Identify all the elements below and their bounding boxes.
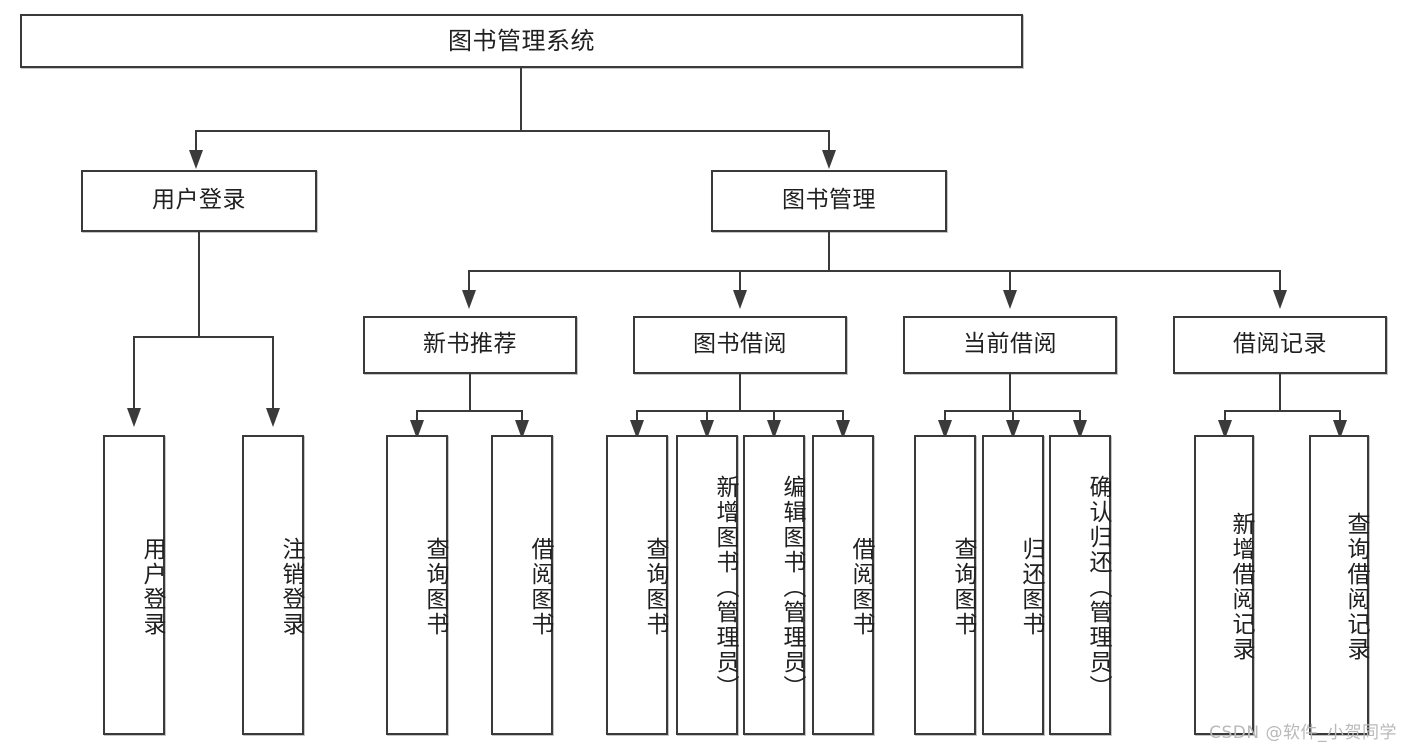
node-label: 用户登录 <box>139 537 165 637</box>
node-leaf-user-login[interactable]: 用户登录 <box>103 435 165 735</box>
node-leaf-add-book[interactable]: 新增图书（管理员） <box>676 435 738 735</box>
connector-user-login-bus <box>133 336 274 338</box>
node-label: 注销登录 <box>278 537 304 637</box>
arrowhead-book-borrow <box>733 290 747 309</box>
connector-level3-bus <box>468 270 1280 272</box>
arrowhead-user-login <box>189 150 203 169</box>
connector-book-management-stem <box>828 232 830 270</box>
connector-book-borrow-drop-1 <box>636 410 638 426</box>
node-leaf-edit-book[interactable]: 编辑图书（管理员） <box>743 435 805 735</box>
arrowhead-leaf-confirm-return <box>1073 420 1087 439</box>
arrowhead-book-management <box>822 150 836 169</box>
node-label: 新增借阅记录 <box>1228 512 1254 662</box>
connector-user-login-drop-2 <box>272 336 274 410</box>
node-book-management[interactable]: 图书管理 <box>711 170 947 232</box>
node-label: 图书借阅 <box>693 331 787 358</box>
node-label: 图书管理系统 <box>448 26 595 55</box>
connector-level3-drop-4 <box>1279 270 1281 292</box>
connector-book-borrow-drop-2 <box>706 410 708 426</box>
node-borrow-record[interactable]: 借阅记录 <box>1173 316 1387 374</box>
connector-borrow-record-stem <box>1279 374 1281 410</box>
connector-root-stem <box>520 68 522 130</box>
node-leaf-confirm-return[interactable]: 确认归还（管理员） <box>1049 435 1111 735</box>
node-label: 借阅图书 <box>848 537 874 637</box>
arrowhead-current-borrow <box>1003 290 1017 309</box>
connector-new-book-stem <box>469 374 471 410</box>
node-current-borrow[interactable]: 当前借阅 <box>903 316 1117 374</box>
node-label: 确认归还（管理员） <box>1085 474 1111 700</box>
node-label: 查询图书 <box>950 537 976 637</box>
node-label: 当前借阅 <box>963 331 1057 358</box>
node-leaf-query-book-1[interactable]: 查询图书 <box>386 435 448 735</box>
connector-current-borrow-drop-3 <box>1079 410 1081 426</box>
connector-level2-bus <box>195 130 830 132</box>
connector-book-borrow-stem <box>739 374 741 410</box>
connector-book-borrow-drop-4 <box>842 410 844 426</box>
arrowhead-leaf-query-book-3 <box>938 420 952 439</box>
connector-borrow-record-bus <box>1224 410 1341 412</box>
node-leaf-query-book-3[interactable]: 查询图书 <box>914 435 976 735</box>
arrowhead-borrow-record <box>1273 290 1287 309</box>
arrowhead-leaf-query-record <box>1333 420 1347 439</box>
connector-book-borrow-drop-3 <box>773 410 775 426</box>
node-leaf-query-record[interactable]: 查询借阅记录 <box>1309 435 1369 735</box>
node-label: 归还图书 <box>1018 537 1044 637</box>
node-label: 借阅图书 <box>527 537 553 637</box>
node-user-login[interactable]: 用户登录 <box>81 170 317 232</box>
connector-level3-drop-2 <box>739 270 741 292</box>
arrowhead-leaf-add-record <box>1218 420 1232 439</box>
connector-book-borrow-bus <box>636 410 844 412</box>
connector-level2-drop-left <box>195 130 197 152</box>
arrowhead-new-book-recommend <box>462 290 476 309</box>
arrowhead-leaf-query-book-2 <box>630 420 644 439</box>
node-label: 查询图书 <box>422 537 448 637</box>
node-leaf-query-book-2[interactable]: 查询图书 <box>606 435 668 735</box>
node-leaf-add-record[interactable]: 新增借阅记录 <box>1194 435 1254 735</box>
connector-borrow-record-drop-2 <box>1339 410 1341 426</box>
connector-new-book-bus <box>416 410 523 412</box>
connector-user-login-stem <box>198 232 200 336</box>
arrowhead-leaf-edit-book <box>767 420 781 439</box>
node-book-borrow[interactable]: 图书借阅 <box>633 316 847 374</box>
arrowhead-leaf-borrow-book-1 <box>515 420 529 439</box>
arrowhead-leaf-user-login <box>127 408 141 427</box>
connector-level3-drop-1 <box>468 270 470 292</box>
connector-borrow-record-drop-1 <box>1224 410 1226 426</box>
arrowhead-leaf-query-book-1 <box>410 420 424 439</box>
connector-new-book-drop-1 <box>416 410 418 426</box>
node-label: 查询借阅记录 <box>1343 512 1369 662</box>
connector-current-borrow-stem <box>1009 374 1011 410</box>
arrowhead-leaf-return-book <box>1006 420 1020 439</box>
csdn-watermark: CSDN @软件_小贺同学 <box>1209 723 1397 743</box>
node-label: 新书推荐 <box>423 331 517 358</box>
arrowhead-leaf-add-book <box>700 420 714 439</box>
connector-level3-drop-3 <box>1009 270 1011 292</box>
connector-user-login-drop-1 <box>133 336 135 410</box>
connector-level2-drop-right <box>828 130 830 152</box>
node-label: 查询图书 <box>642 537 668 637</box>
node-leaf-borrow-book-1[interactable]: 借阅图书 <box>491 435 553 735</box>
node-label: 图书管理 <box>782 187 876 214</box>
arrowhead-leaf-borrow-book-2 <box>836 420 850 439</box>
node-leaf-return-book[interactable]: 归还图书 <box>982 435 1044 735</box>
node-label: 新增图书（管理员） <box>712 474 738 700</box>
node-root-system[interactable]: 图书管理系统 <box>20 14 1023 68</box>
connector-current-borrow-drop-1 <box>944 410 946 426</box>
arrowhead-leaf-logout-login <box>266 408 280 427</box>
node-label: 编辑图书（管理员） <box>779 474 805 700</box>
node-leaf-borrow-book-2[interactable]: 借阅图书 <box>812 435 874 735</box>
node-new-book-recommend[interactable]: 新书推荐 <box>363 316 577 374</box>
connector-current-borrow-drop-2 <box>1012 410 1014 426</box>
node-label: 借阅记录 <box>1233 331 1327 358</box>
connector-new-book-drop-2 <box>521 410 523 426</box>
node-leaf-logout-login[interactable]: 注销登录 <box>242 435 304 735</box>
node-label: 用户登录 <box>152 187 246 214</box>
